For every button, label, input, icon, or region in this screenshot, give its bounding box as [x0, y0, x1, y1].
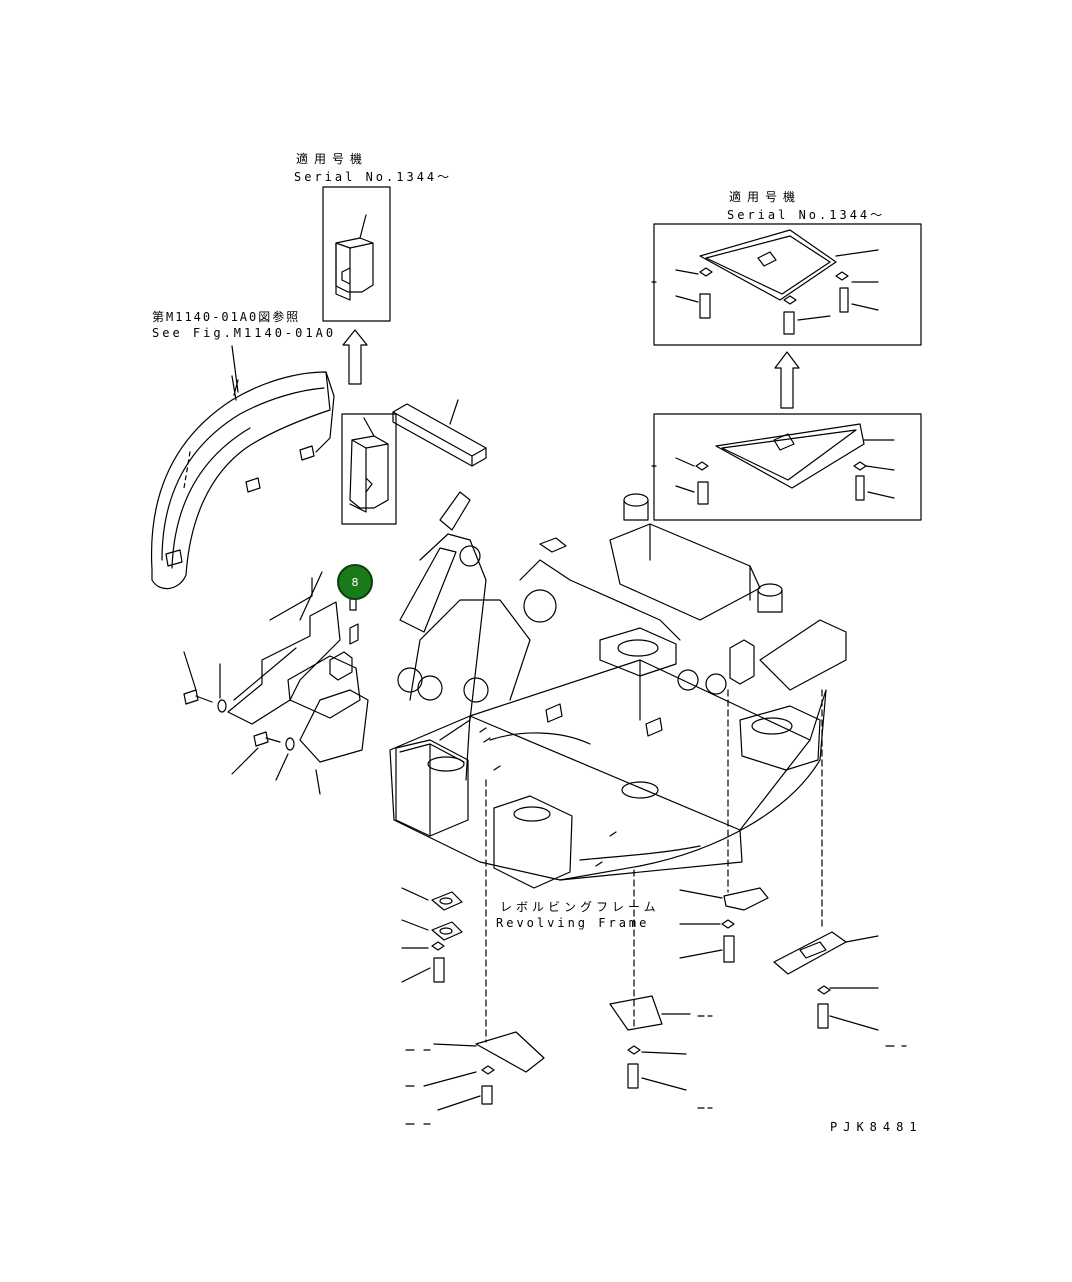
detail-box-cover-bottom: [653, 413, 922, 521]
drawing-number: PJK8481: [830, 1120, 923, 1134]
bottom-right-parts: [609, 689, 879, 1091]
serial-applicability-label-jp-left: 適用号機: [296, 152, 369, 166]
serial-applicability-label-jp-right: 適用号機: [729, 190, 802, 204]
fender-cover: [150, 345, 335, 590]
revolving-frame: [389, 491, 847, 889]
revolving-frame-label-jp: レボルビングフレーム: [500, 900, 660, 914]
detail-box-shim-mid: [341, 413, 397, 525]
figure-reference-label-jp: 第M1140-01A0図参照: [152, 310, 301, 324]
leader-dashes: [405, 281, 907, 1125]
part-callout-number: 8: [351, 575, 359, 589]
arrow-up-right: [774, 351, 800, 409]
figure-reference-label-en: See Fig.M1140-01A0: [152, 326, 337, 340]
bolts-left: [183, 571, 323, 795]
spacer-bar: [392, 399, 487, 467]
side-plates-left: [227, 577, 369, 763]
serial-number-label-left: Serial No.1344～: [294, 170, 453, 184]
detail-box-shim-top: [322, 186, 391, 322]
serial-number-label-right: Serial No.1344～: [727, 208, 886, 222]
arrow-up-left: [342, 329, 368, 385]
revolving-frame-label-en: Revolving Frame: [496, 916, 650, 930]
part-callout-8[interactable]: 8: [337, 564, 373, 600]
detail-box-cover-top: [653, 223, 922, 346]
bottom-left-parts: [401, 779, 545, 1111]
